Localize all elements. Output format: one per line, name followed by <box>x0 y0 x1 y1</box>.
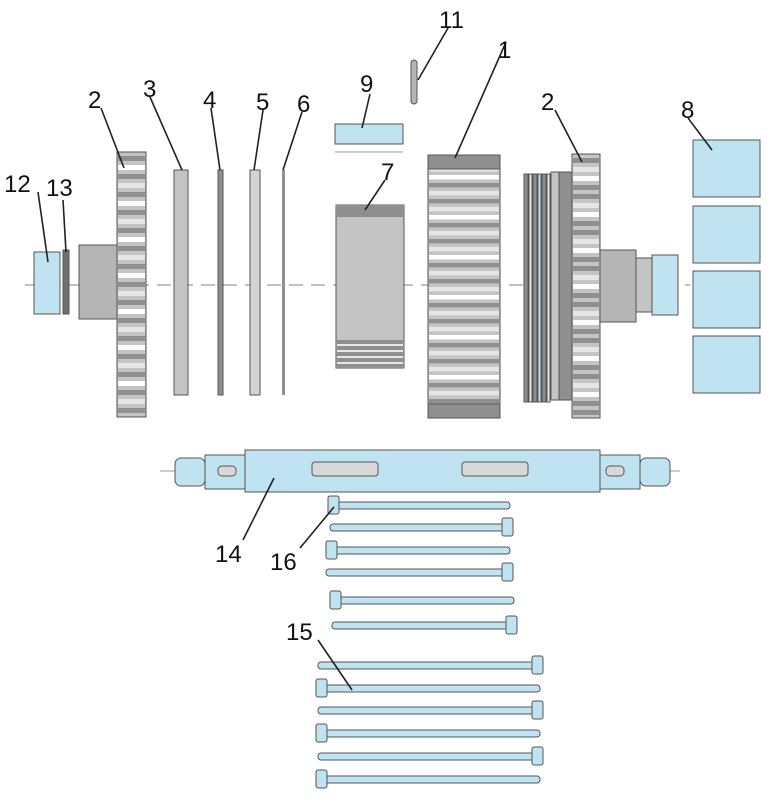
part-8-block-4 <box>692 335 761 394</box>
right-hub-step <box>635 257 653 313</box>
callout-11: 11 <box>439 7 464 34</box>
callout-15: 15 <box>286 619 313 646</box>
callout-16: 16 <box>270 549 297 576</box>
part-2-right-gear <box>571 153 601 419</box>
callout-9: 9 <box>360 71 373 98</box>
right-hub <box>599 249 637 323</box>
callout-2-left: 2 <box>88 87 101 114</box>
part-8-block-3 <box>692 270 761 329</box>
part-9-key <box>334 123 404 145</box>
part-1-drum <box>427 154 501 420</box>
part-2-left-gear <box>116 151 147 418</box>
part-13-ring <box>62 249 70 315</box>
bolt-set <box>315 495 544 789</box>
part-5-plate <box>249 169 261 396</box>
part-4-plate <box>217 169 224 396</box>
leader-lines <box>37 27 713 691</box>
part-3-plate <box>173 169 189 396</box>
callout-12: 12 <box>4 171 31 198</box>
part-11-pin <box>410 59 418 105</box>
part-12-end-cap <box>33 251 61 315</box>
callout-14: 14 <box>215 541 242 568</box>
left-hub <box>78 244 118 320</box>
callout-13: 13 <box>46 175 73 202</box>
part-14-shaft <box>160 449 680 493</box>
callout-2-right: 2 <box>541 89 554 116</box>
callout-4: 4 <box>203 87 216 114</box>
callout-1: 1 <box>498 37 511 64</box>
callout-7: 7 <box>381 159 394 186</box>
callout-6: 6 <box>297 91 310 118</box>
part-8-block-2 <box>692 205 761 264</box>
callout-8: 8 <box>681 97 694 124</box>
right-end-cap <box>651 254 679 316</box>
part-8-block-1 <box>692 139 761 198</box>
callout-5: 5 <box>256 89 269 116</box>
part-6-plate <box>282 170 285 395</box>
callout-3: 3 <box>143 76 156 103</box>
right-clutch-stack <box>523 171 573 403</box>
part-7-gear-body <box>335 204 405 369</box>
